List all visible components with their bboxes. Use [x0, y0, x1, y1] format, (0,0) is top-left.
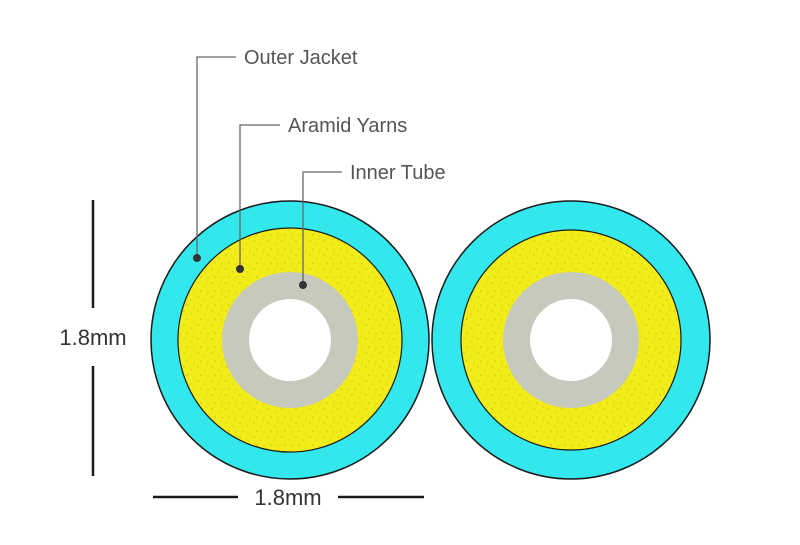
height-dimension-label: 1.8mm [59, 325, 126, 350]
left-core [249, 299, 331, 381]
inner-tube-leader-line [302, 171, 342, 285]
aramid-yarns-leader-line [239, 124, 280, 269]
aramid-yarns-marker-dot [236, 265, 244, 273]
height-dimension: 1.8mm [59, 200, 127, 476]
outer-jacket-leader-line [196, 56, 236, 258]
left-fiber [150, 200, 430, 480]
outer-jacket-label: Outer Jacket [244, 47, 358, 69]
inner-tube-marker-dot [299, 281, 307, 289]
right-core [530, 299, 612, 381]
right-fiber [431, 200, 711, 480]
inner-tube-label: Inner Tube [350, 162, 446, 184]
callout-inner-tube: Inner Tube [299, 162, 446, 289]
width-dimension-label: 1.8mm [254, 485, 321, 510]
callout-aramid-yarns: Aramid Yarns [236, 115, 407, 273]
callout-outer-jacket: Outer Jacket [193, 47, 358, 262]
outer-jacket-marker-dot [193, 254, 201, 262]
width-dimension: 1.8mm [153, 485, 424, 510]
aramid-yarns-label: Aramid Yarns [288, 115, 407, 137]
